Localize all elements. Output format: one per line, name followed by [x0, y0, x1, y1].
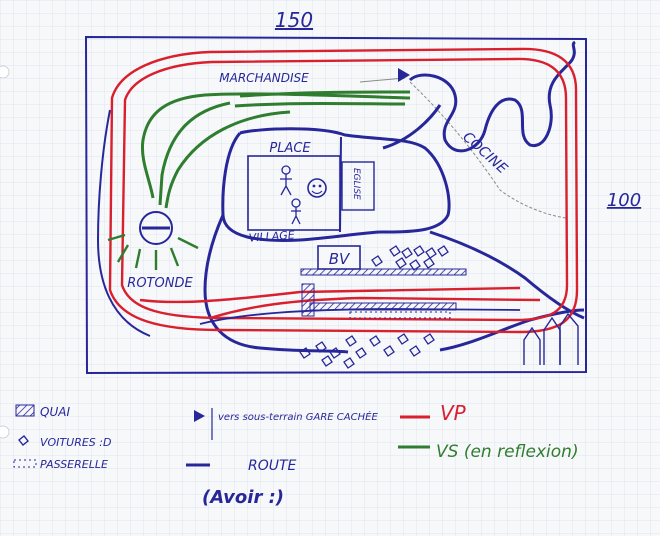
- vs-track-2: [239, 90, 411, 98]
- village-label: VILLAGE: [248, 228, 295, 244]
- legend-quai-label: QUAI: [40, 405, 70, 419]
- legend-arrow-icon: [194, 410, 205, 422]
- vp-siding-1: [139, 286, 521, 304]
- board-frame: [84, 35, 587, 375]
- road-east: [429, 230, 585, 320]
- legend-route-item: ROUTE (Avoir :): [186, 458, 297, 508]
- legend-route-label: ROUTE: [248, 458, 297, 474]
- legend-voitures-item: VOITURES :D: [18, 435, 111, 449]
- road-to-river: [382, 104, 442, 150]
- vp-inner-loop: [120, 57, 569, 322]
- eglise-box: [341, 161, 375, 211]
- binder-hole-bottom: [0, 425, 10, 439]
- bv-label: BV: [329, 250, 351, 268]
- road-village-loop: [239, 127, 451, 234]
- eglise-label: EGLISE: [351, 168, 361, 200]
- pencil-cocine-area: [359, 77, 567, 219]
- houses-icon: [523, 312, 579, 365]
- legend-gare-cachee-item: vers sous-terrain GARE CACHÉE: [194, 408, 378, 440]
- vs-track-3: [234, 102, 406, 108]
- legend-vs-item: VS (en reflexion): [398, 442, 579, 462]
- vs-track-group: [140, 90, 411, 209]
- vs-track-1: [140, 92, 411, 199]
- passerelle-bridge: [349, 311, 451, 319]
- quai-platform-end: [301, 283, 315, 317]
- rotonde-roundhouse: [107, 211, 199, 270]
- legend-voitures-label: VOITURES :D: [40, 436, 111, 449]
- place-divider: [339, 136, 342, 233]
- height-dimension-label: 100: [607, 190, 641, 211]
- legend-vs-label: VS (en reflexion): [436, 442, 579, 462]
- legend-gare-cachee-label: vers sous-terrain GARE CACHÉE: [218, 410, 378, 423]
- road-village-loop-bottom: [221, 132, 381, 242]
- rotonde-label: ROTONDE: [127, 276, 193, 291]
- vp-loop-group: [96, 47, 579, 337]
- cars-parking-north: [371, 245, 449, 271]
- vp-outer-loop: [108, 47, 579, 334]
- hidden-station-arrow-icon: [398, 68, 410, 82]
- legend-passerelle-item: PASSERELLE: [13, 458, 108, 471]
- legend-passerelle-swatch: [13, 459, 37, 468]
- quai-platform-1: [300, 268, 467, 276]
- width-dimension-label: 150: [275, 8, 313, 32]
- legend-vp-item: VP: [400, 401, 467, 425]
- legend-voitures-swatch: [18, 435, 29, 446]
- place-label: PLACE: [269, 141, 311, 156]
- legend-passerelle-label: PASSERELLE: [40, 458, 108, 471]
- quai-platform-2: [309, 302, 457, 311]
- smiley-icon: [307, 178, 327, 198]
- river-path: [408, 40, 577, 153]
- stick-figures: [280, 165, 301, 225]
- legend-quai-item: QUAI: [15, 404, 70, 419]
- vs-track-5: [164, 110, 291, 209]
- vs-track-4: [158, 101, 231, 206]
- marchandise-label: MARCHANDISE: [219, 71, 309, 85]
- legend-vp-label: VP: [440, 401, 467, 425]
- vp-siding-2: [209, 296, 541, 320]
- cars-parking-south: [299, 333, 435, 369]
- bv-station-building: [317, 245, 361, 270]
- vp-outer-blue-edge: [96, 109, 151, 337]
- binder-hole-top: [0, 65, 10, 79]
- legend-quai-swatch: [15, 404, 35, 417]
- legend-route-note: (Avoir :): [202, 487, 284, 508]
- road-west-south: [203, 214, 349, 354]
